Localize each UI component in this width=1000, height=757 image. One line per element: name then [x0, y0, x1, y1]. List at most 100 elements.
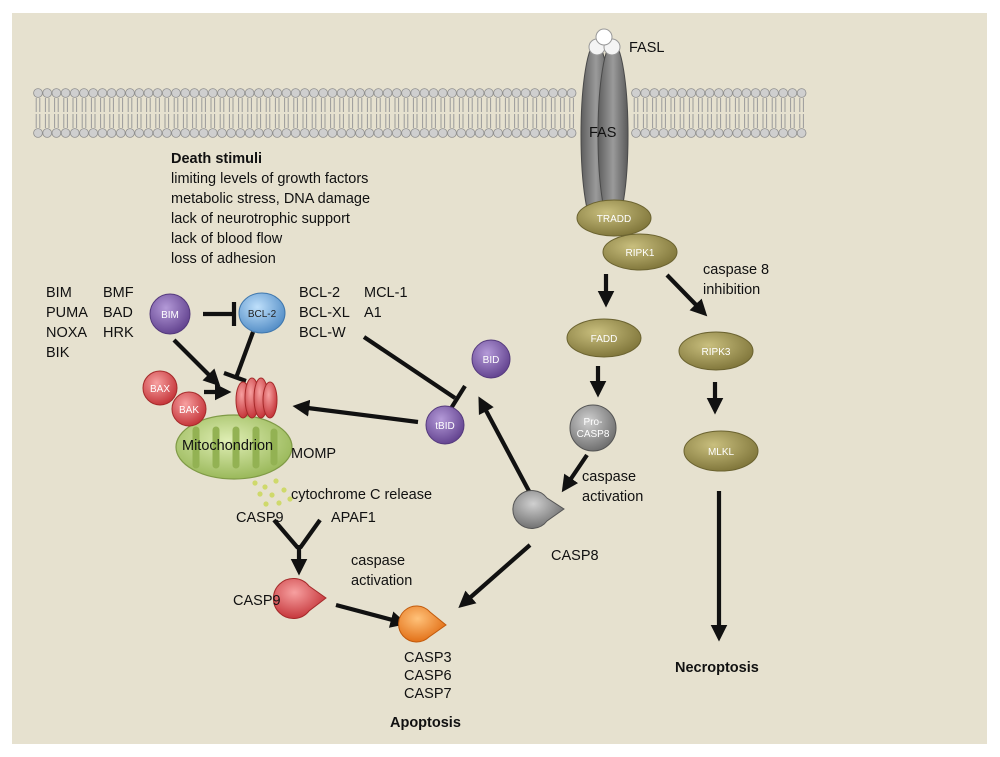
lipid-head — [70, 88, 80, 98]
lipid-head — [410, 128, 421, 138]
anti-apoptotic-item: BCL-XL — [299, 305, 350, 321]
lipid-head — [502, 128, 513, 138]
apoptosis-outcome-label: Apoptosis — [390, 715, 461, 731]
lipid-head — [217, 128, 227, 138]
bax-bak-pore — [235, 377, 278, 419]
lipid-head — [51, 88, 62, 98]
lipid-head — [677, 88, 687, 98]
lipid-head — [373, 128, 384, 138]
executioner-caspase-label: CASP6 — [404, 668, 452, 684]
lipid-head — [51, 128, 62, 138]
lipid-head — [677, 128, 687, 138]
lipid-head — [253, 88, 264, 98]
lipid-head — [189, 128, 200, 138]
lipid-head — [759, 128, 770, 138]
anti-apoptotic-list: BCL-2 BCL-XL BCL-W MCL-1 A1 — [299, 285, 408, 341]
bcl2-inhibits-pore — [234, 331, 255, 379]
lipid-head — [79, 128, 89, 138]
lipid-head — [649, 88, 660, 98]
death-stimulus-item: lack of blood flow — [171, 231, 283, 247]
mitochondrion-label: Mitochondrion — [182, 438, 273, 454]
lipid-head — [97, 88, 108, 98]
lipid-head — [796, 128, 807, 138]
lipid-head — [529, 128, 540, 138]
lipid-head — [391, 128, 402, 138]
lipid-head — [723, 128, 733, 138]
lipid-head — [437, 88, 448, 98]
lipid-head — [272, 128, 283, 138]
lipid-head — [548, 128, 558, 138]
lipid-head — [290, 128, 301, 138]
lipid-head — [226, 128, 237, 138]
lipid-head — [401, 88, 411, 98]
lipid-head — [557, 88, 568, 98]
death-stimulus-item: lack of neurotrophic support — [171, 211, 350, 227]
lipid-head — [364, 128, 375, 138]
lipid-head — [732, 128, 742, 138]
lipid-head — [33, 128, 43, 138]
lipid-head — [327, 88, 338, 98]
lipid-head — [548, 88, 558, 98]
lipid-head — [566, 128, 577, 138]
lipid-head — [60, 128, 71, 138]
lipid-head — [539, 88, 549, 98]
lipid-head — [658, 88, 669, 98]
casp3-node — [398, 605, 447, 643]
lipid-head — [290, 88, 301, 98]
mitochondrion: Mitochondrion — [175, 414, 293, 480]
tradd-node: TRADD — [576, 199, 652, 237]
lipid-head — [189, 88, 200, 98]
momp-label: MOMP — [291, 446, 336, 462]
bax-label: BAX — [150, 384, 170, 395]
bid-label: BID — [483, 355, 500, 366]
tbid-label: tBID — [435, 421, 454, 432]
bh3-item: BMF — [103, 285, 134, 301]
lipid-head — [437, 128, 448, 138]
lipid-head — [106, 128, 117, 138]
lipid-head — [88, 88, 98, 98]
casp8-to-casp3 — [458, 543, 532, 608]
cytochrome-c-dots — [252, 478, 293, 507]
bim-activates-pore — [172, 338, 221, 387]
lipid-head — [695, 88, 706, 98]
lipid-head — [529, 88, 540, 98]
lipid-head — [419, 128, 430, 138]
lipid-head — [364, 88, 375, 98]
casp9-activation-label: caspase — [351, 553, 405, 569]
fas-label: FAS — [589, 125, 616, 141]
bax-node: BAX — [142, 370, 178, 406]
tradd-label: TRADD — [597, 214, 631, 225]
cell-membrane — [33, 88, 807, 138]
lipid-head — [465, 88, 476, 98]
lipid-head — [474, 128, 485, 138]
lipid-head — [143, 88, 154, 98]
fadd-label: FADD — [591, 334, 618, 345]
fasl-label: FASL — [629, 40, 664, 56]
caspase8-inhibition-label: caspase 8 — [703, 262, 769, 278]
bh3-only-list: BIM PUMA NOXA BIK BMF BAD HRK — [46, 285, 134, 361]
lipid-head — [750, 128, 761, 138]
lipid-head — [244, 88, 255, 98]
lipid-head — [198, 128, 209, 138]
mlkl-label: MLKL — [708, 447, 735, 458]
lipid-head — [520, 88, 531, 98]
lipid-head — [281, 88, 292, 98]
lipid-head — [171, 128, 181, 138]
lipid-head — [162, 128, 172, 138]
lipid-head — [557, 128, 568, 138]
lipid-head — [447, 88, 457, 98]
lipid-head — [143, 128, 154, 138]
lipid-head — [769, 88, 779, 98]
casp8-cleaves-bid — [478, 396, 532, 494]
lipid-head — [355, 128, 365, 138]
lipid-head — [309, 128, 319, 138]
lipid-head — [787, 88, 798, 98]
inhibition-bar — [223, 371, 247, 383]
lipid-head — [667, 128, 678, 138]
lipid-head — [299, 88, 310, 98]
bim-node: BIM — [149, 293, 191, 335]
bh3-item: PUMA — [46, 305, 88, 321]
lipid-head — [318, 128, 329, 138]
anti-apoptotic-item: BCL-2 — [299, 285, 340, 301]
